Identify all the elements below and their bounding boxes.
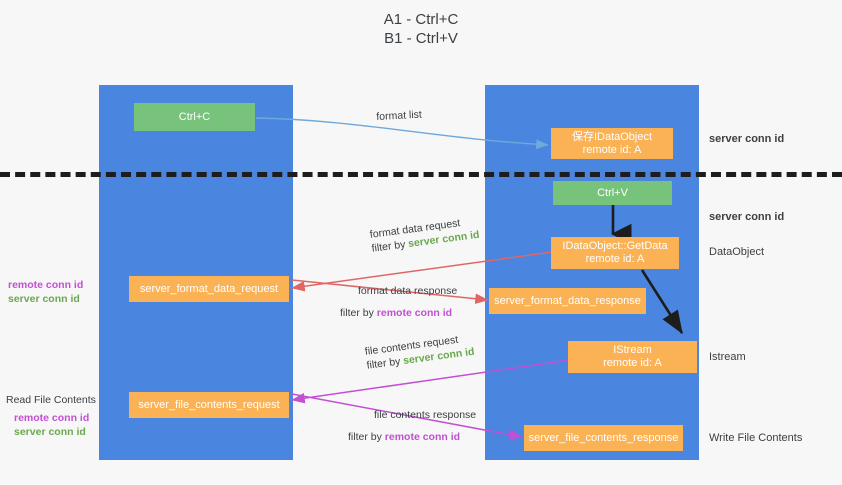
node-ctrl-c-label: Ctrl+C bbox=[178, 110, 211, 123]
node-server-file-contents-request-label: server_file_contents_request bbox=[138, 398, 280, 411]
edge-label-fcresp-filter-prefix: filter by bbox=[348, 431, 385, 443]
node-idataobject-getdata-line2: remote id: A bbox=[585, 253, 645, 265]
edge-label-fdresp-filter-value: remote conn id bbox=[376, 307, 453, 319]
edge-label-fdreq-filter-prefix: filter by bbox=[370, 238, 409, 255]
node-save-idataobject-line1: 保存IDataObject bbox=[571, 130, 653, 143]
node-ctrl-v-label: Ctrl+V bbox=[597, 186, 628, 199]
left-note-conn-ids-1: remote conn id server conn id bbox=[8, 278, 83, 306]
node-server-file-contents-response[interactable]: server_file_contents_response bbox=[524, 425, 683, 451]
edge-label-fcreq-filter-prefix: filter by bbox=[365, 355, 404, 372]
edge-label-fcresp-filter-value: remote conn id bbox=[384, 431, 461, 443]
left-note-remote-conn-id-2: remote conn id bbox=[14, 412, 90, 424]
node-server-format-data-request[interactable]: server_format_data_request bbox=[129, 276, 289, 302]
node-ctrl-c[interactable]: Ctrl+C bbox=[134, 103, 255, 131]
node-server-format-data-request-label: server_format_data_request bbox=[139, 282, 279, 295]
right-note-server-conn-id-mid: server conn id bbox=[709, 211, 785, 223]
left-note-read-file-contents: Read File Contents bbox=[6, 394, 96, 406]
node-save-idataobject[interactable]: 保存IDataObject remote id: A bbox=[551, 128, 673, 159]
node-istream-line2: remote id: A bbox=[603, 357, 662, 369]
page-title: A1 - Ctrl+C B1 - Ctrl+V bbox=[383, 11, 459, 47]
edge-label-format-list-text: format list bbox=[376, 108, 423, 123]
node-idataobject-getdata-line1: IDataObject::GetData bbox=[562, 240, 668, 252]
phase-divider bbox=[0, 172, 842, 177]
node-idataobject-getdata[interactable]: IDataObject::GetData remote id: A bbox=[551, 237, 679, 269]
right-note-dataobject: DataObject bbox=[709, 246, 765, 258]
edge-label-format-data-response: format data response filter by remote co… bbox=[340, 284, 458, 320]
node-server-format-data-response-label: server_format_data_response bbox=[494, 294, 641, 307]
node-ctrl-v[interactable]: Ctrl+V bbox=[553, 181, 672, 205]
right-note-write-file-contents: Write File Contents bbox=[709, 432, 803, 444]
node-server-format-data-response[interactable]: server_format_data_response bbox=[489, 288, 646, 314]
edge-label-format-data-request: format data request filter by server con… bbox=[369, 214, 480, 256]
left-note-conn-ids-2: remote conn id server conn id bbox=[14, 411, 89, 439]
node-istream[interactable]: IStream remote id: A bbox=[568, 341, 697, 373]
node-server-file-contents-request[interactable]: server_file_contents_request bbox=[129, 392, 289, 418]
left-note-remote-conn-id-1: remote conn id bbox=[8, 279, 84, 291]
right-note-istream: Istream bbox=[709, 351, 746, 363]
edge-label-fdresp-filter-prefix: filter by bbox=[340, 307, 377, 319]
edge-label-format-data-response-text: format data response bbox=[358, 285, 458, 297]
edge-label-file-contents-response-text: file contents response bbox=[374, 409, 477, 421]
node-save-idataobject-line2: remote id: A bbox=[582, 143, 642, 156]
node-server-file-contents-response-label: server_file_contents_response bbox=[528, 431, 679, 444]
edge-label-format-list: format list bbox=[376, 108, 422, 124]
right-note-server-conn-id-top: server conn id bbox=[709, 133, 785, 145]
node-istream-line1: IStream bbox=[613, 344, 652, 356]
edge-label-file-contents-response: file contents response filter by remote … bbox=[348, 408, 477, 444]
edge-label-file-contents-request: file contents request filter by server c… bbox=[364, 331, 475, 373]
left-note-server-conn-id-2: server conn id bbox=[14, 426, 86, 438]
left-note-server-conn-id-1: server conn id bbox=[8, 293, 80, 305]
